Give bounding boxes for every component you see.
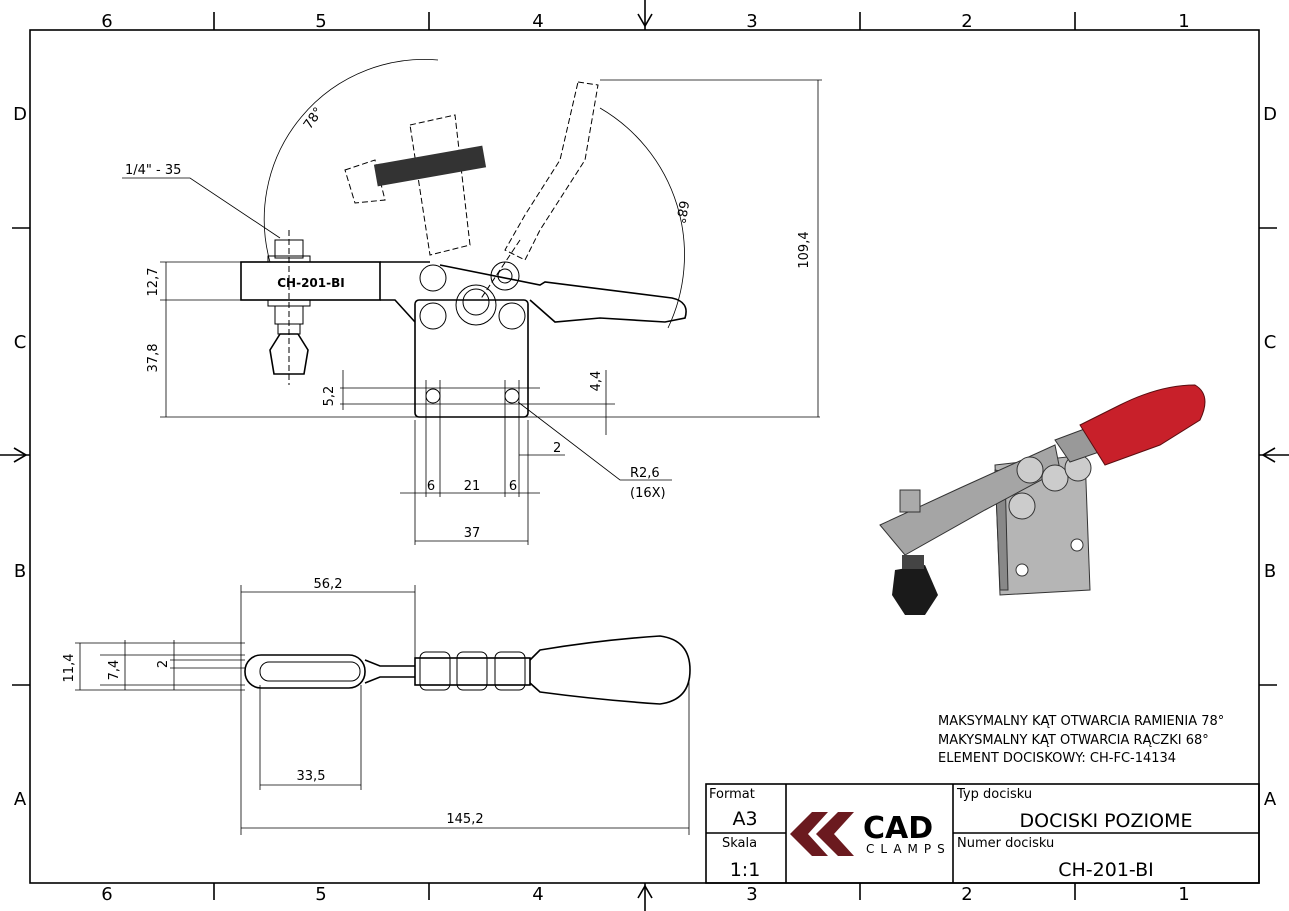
svg-text:C: C: [1264, 332, 1277, 353]
svg-text:6: 6: [427, 479, 435, 494]
side-view: CH-201-BI: [240, 81, 687, 418]
svg-text:4: 4: [532, 884, 543, 905]
zone-col-4: 4: [532, 11, 543, 32]
thread-callout: 1/4" - 35: [125, 163, 181, 178]
svg-text:5: 5: [315, 884, 326, 905]
svg-text:2: 2: [553, 441, 561, 456]
svg-text:5,2: 5,2: [322, 386, 337, 407]
svg-text:1: 1: [1178, 884, 1189, 905]
svg-text:D: D: [1263, 104, 1277, 125]
zone-col-2: 2: [961, 11, 972, 32]
svg-text:4,4: 4,4: [589, 371, 604, 392]
svg-text:3: 3: [746, 884, 757, 905]
svg-text:(16X): (16X): [630, 486, 666, 501]
scale-value: 1:1: [730, 859, 761, 881]
clamp-type: DOCISKI POZIOME: [1019, 810, 1192, 832]
clamp-3d-render: [879, 384, 1206, 615]
notes: MAKSYMALNY KĄT OTWARCIA RAMIENIA 78° MAK…: [938, 714, 1224, 766]
format-value: A3: [732, 808, 757, 830]
svg-text:D: D: [13, 104, 27, 125]
zone-col-6: 6: [101, 11, 112, 32]
svg-text:Typ docisku: Typ docisku: [956, 787, 1032, 802]
note-arm-angle: MAKSYMALNY KĄT OTWARCIA RAMIENIA 78°: [938, 714, 1224, 729]
svg-text:56,2: 56,2: [314, 577, 343, 592]
svg-text:37: 37: [464, 526, 481, 541]
svg-text:109,4: 109,4: [797, 231, 812, 268]
svg-text:33,5: 33,5: [297, 769, 326, 784]
svg-text:12,7: 12,7: [146, 268, 161, 297]
svg-text:11,4: 11,4: [62, 654, 77, 683]
svg-text:2: 2: [156, 660, 171, 668]
zone-col-3: 3: [746, 11, 757, 32]
zone-col-1: 1: [1178, 11, 1189, 32]
svg-text:Numer docisku: Numer docisku: [957, 836, 1054, 851]
svg-text:B: B: [14, 561, 26, 582]
svg-text:R2,6: R2,6: [630, 466, 660, 481]
zone-col-5: 5: [315, 11, 326, 32]
zone-labels-bottom: 6 5 4 3 2 1: [101, 884, 1189, 905]
svg-text:CLAMPS: CLAMPS: [866, 842, 951, 856]
svg-text:C: C: [14, 332, 27, 353]
part-marking: CH-201-BI: [277, 276, 344, 290]
svg-text:2: 2: [961, 884, 972, 905]
zone-labels-top: 6 5 4 3 2 1: [101, 11, 1189, 32]
svg-text:145,2: 145,2: [446, 812, 483, 827]
svg-text:CAD: CAD: [863, 811, 933, 846]
top-view-dimensions: 56,2 33,5 145,2 11,4 7,4 2: [62, 577, 690, 835]
side-view-dimensions: 12,7 37,8 109,4 5,2 4,4 1/4" - 35 78° 68…: [122, 59, 822, 545]
svg-text:Skala: Skala: [722, 836, 757, 851]
title-block: Format A3 Skala 1:1 CAD CLAMPS Typ docis…: [705, 783, 1260, 884]
svg-text:6: 6: [509, 479, 517, 494]
svg-text:37,8: 37,8: [146, 344, 161, 373]
svg-text:A: A: [1264, 789, 1277, 810]
svg-text:B: B: [1264, 561, 1276, 582]
note-pressing-element: ELEMENT DOCISKOWY: CH-FC-14134: [938, 751, 1176, 766]
svg-text:6: 6: [101, 884, 112, 905]
svg-text:68°: 68°: [672, 199, 691, 224]
svg-text:78°: 78°: [301, 105, 327, 132]
top-view: [244, 635, 691, 705]
note-handle-angle: MAKYSMALNY KĄT OTWARCIA RĄCZKI 68°: [938, 733, 1209, 748]
clamp-number: CH-201-BI: [1058, 859, 1154, 881]
zone-labels-side: D C B A D C B A: [13, 104, 1277, 810]
svg-text:Format: Format: [709, 787, 755, 802]
svg-text:A: A: [14, 789, 27, 810]
svg-text:7,4: 7,4: [107, 660, 122, 681]
cad-clamps-logo: CAD CLAMPS: [790, 811, 951, 856]
svg-text:21: 21: [464, 479, 481, 494]
